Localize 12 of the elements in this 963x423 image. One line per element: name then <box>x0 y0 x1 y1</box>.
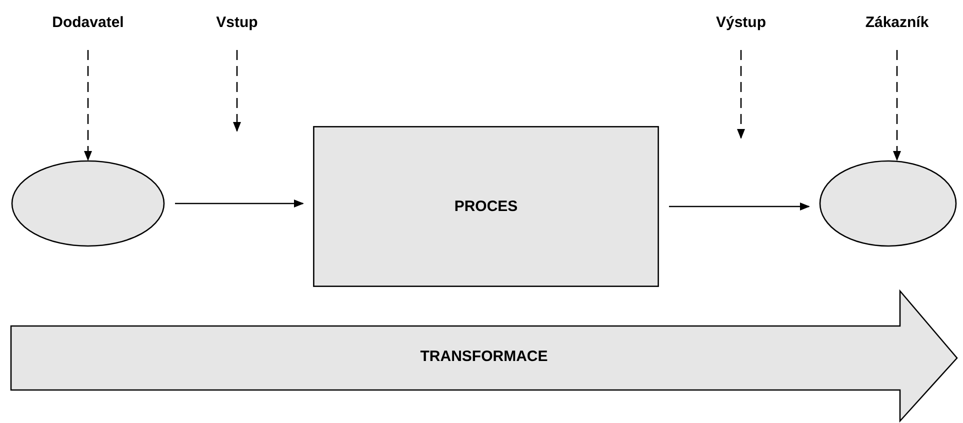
dashed-arrow <box>84 50 92 161</box>
dashed-arrow <box>737 50 745 139</box>
dashed-arrow <box>233 50 241 132</box>
label: Vstup <box>216 14 258 30</box>
process-label: PROCES <box>454 198 518 215</box>
label: Dodavatel <box>52 14 124 30</box>
arrow <box>175 200 304 208</box>
label: Zákazník <box>865 14 929 30</box>
dashed-arrow <box>893 50 901 161</box>
arrow-label: TRANSFORMACE <box>420 348 548 364</box>
label: Výstup <box>716 14 766 30</box>
arrow <box>669 202 810 210</box>
